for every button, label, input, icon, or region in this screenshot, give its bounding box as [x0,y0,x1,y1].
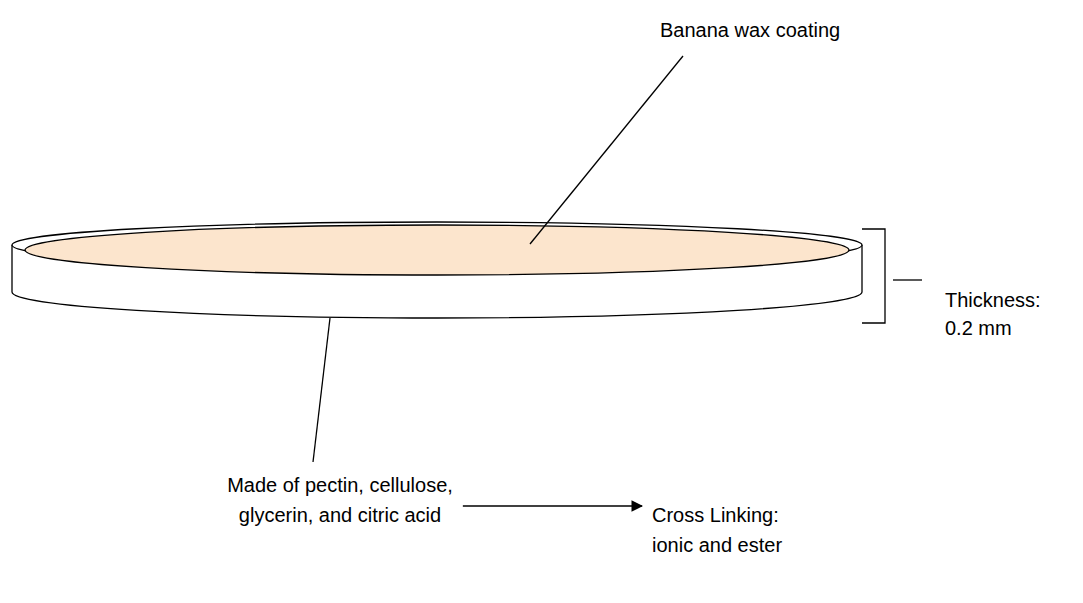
node-text: Cross Linking: ionic and ester [652,500,822,560]
arrow-connector [463,505,642,506]
thickness-bracket [862,229,885,323]
leader-line [313,318,330,462]
node-text: Made of pectin, cellulose, glycerin, and… [220,470,460,530]
wax-coating [25,225,849,275]
part-label: Banana wax coating [660,16,980,44]
text-node: Cross Linking: ionic and ester [652,500,822,560]
leader-line [530,56,683,244]
dimension-label: Thickness: 0.2 mm [945,286,1055,342]
text-node: Made of pectin, cellulose, glycerin, and… [220,470,460,530]
bracket-leader [893,279,922,280]
